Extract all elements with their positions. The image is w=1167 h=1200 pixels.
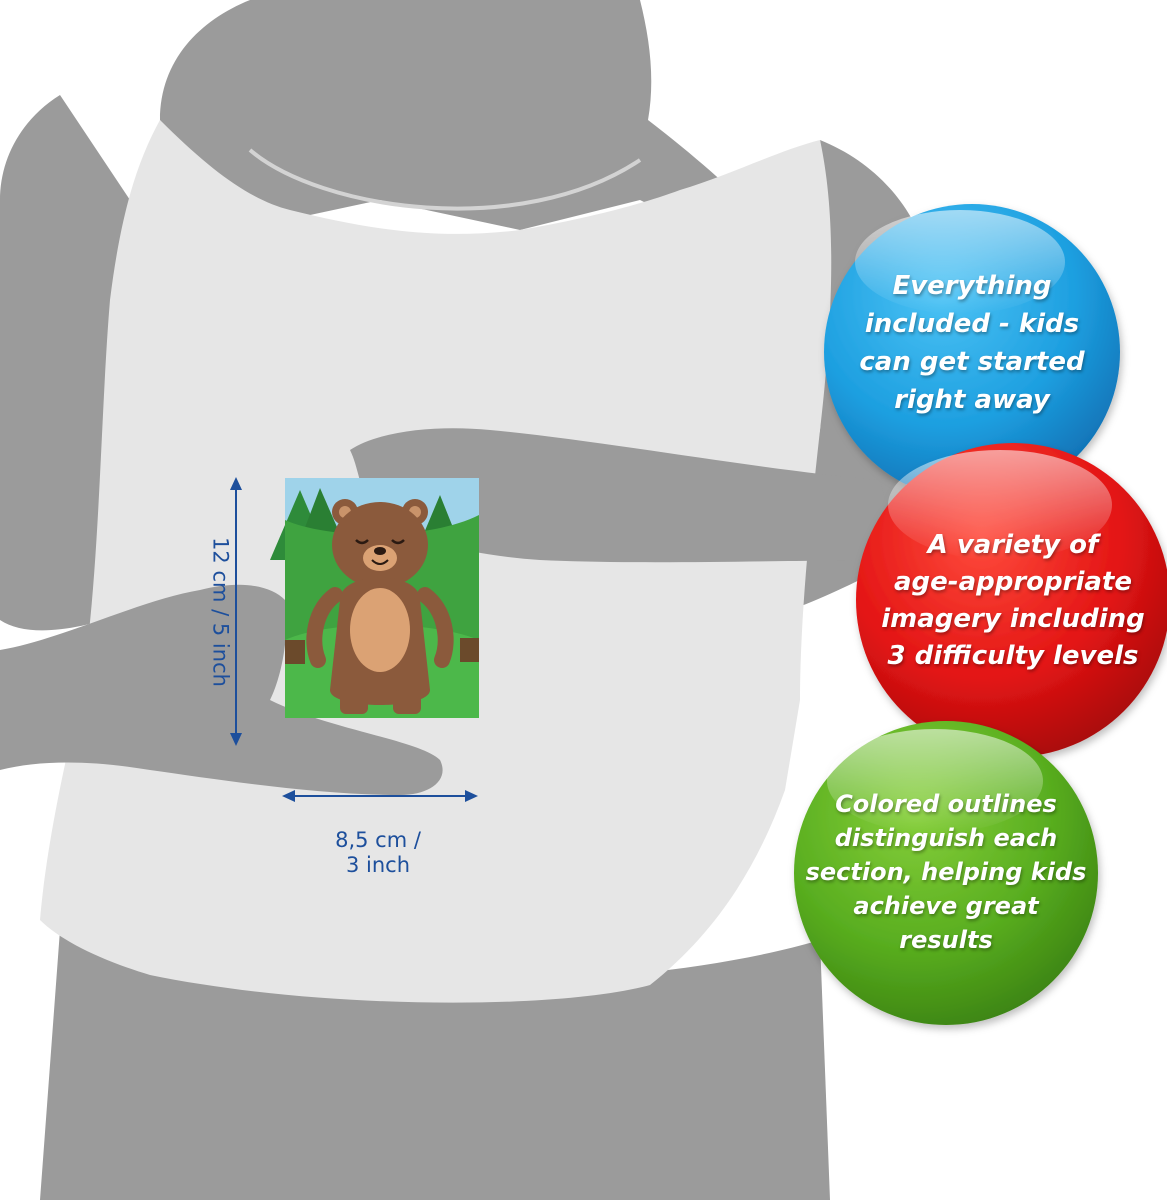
top-hand-shape	[350, 428, 900, 563]
badge-blue	[824, 204, 1120, 500]
height-dimension-line	[230, 477, 242, 746]
badge-red-text: A variety of age-appropriate imagery inc…	[881, 530, 1145, 671]
width-dimension-line	[282, 790, 478, 802]
bear-illustration	[306, 499, 454, 714]
head-shape	[160, 0, 770, 260]
branch-shape	[460, 638, 479, 662]
branch-shape	[285, 640, 305, 664]
badge-red	[856, 443, 1167, 757]
bottom-hand-shape	[0, 584, 443, 795]
badge-green-text: Colored outlines distinguish each sectio…	[805, 790, 1087, 954]
pants-shape	[40, 930, 830, 1200]
shirt-collar	[248, 148, 642, 211]
puzzle-card	[270, 478, 479, 718]
width-dimension-label: 8,5 cm / 3 inch	[335, 828, 421, 878]
height-dimension-label: 12 cm / 5 inch	[208, 537, 233, 687]
badge-green	[794, 721, 1098, 1025]
badge-blue-text: Everything included - kids can get start…	[859, 271, 1085, 415]
